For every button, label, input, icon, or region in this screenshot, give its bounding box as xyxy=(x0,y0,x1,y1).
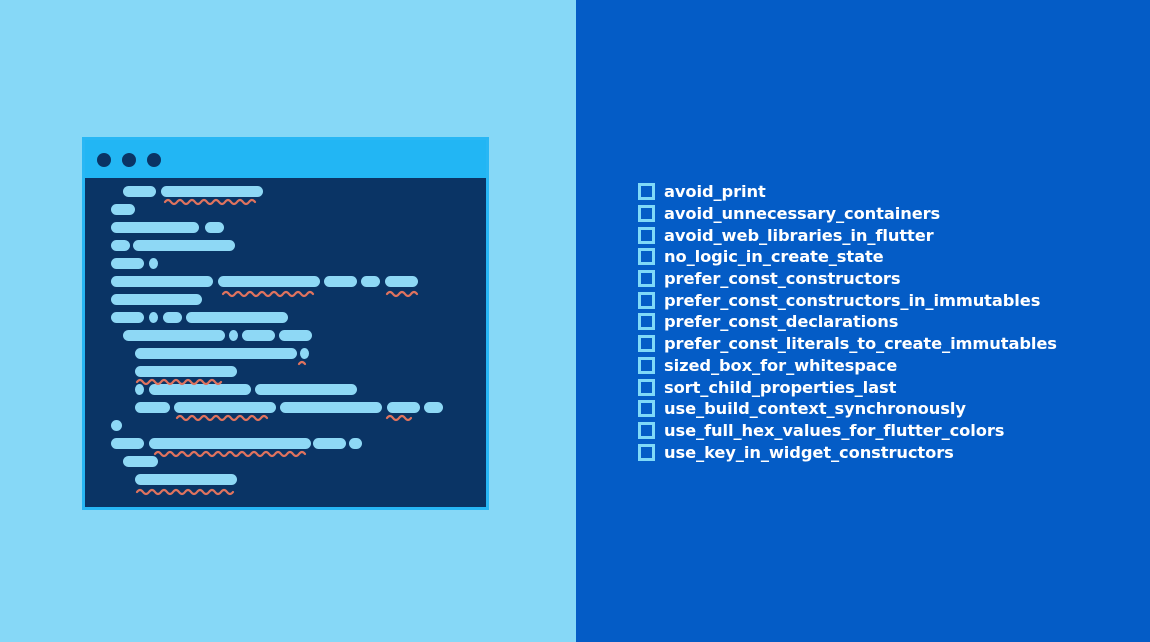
lint-rule-name: prefer_const_declarations xyxy=(664,312,899,332)
lint-rule-item: use_build_context_synchronously xyxy=(638,398,1057,420)
lint-rule-item: avoid_unnecessary_containers xyxy=(638,203,1057,225)
lint-rule-item: sized_box_for_whitespace xyxy=(638,355,1057,377)
code-token xyxy=(135,366,237,377)
code-token xyxy=(387,402,420,413)
checkbox-icon xyxy=(638,183,655,201)
checkbox-icon xyxy=(638,443,655,461)
code-token xyxy=(135,348,297,359)
lint-warning-squiggle-icon xyxy=(163,198,257,206)
code-token xyxy=(133,240,235,251)
lint-rules-panel xyxy=(576,0,1150,642)
lint-warning-squiggle-icon xyxy=(221,290,315,298)
code-token xyxy=(111,258,144,269)
code-token xyxy=(111,438,144,449)
code-token xyxy=(111,240,130,251)
window-dot-icon xyxy=(97,153,111,167)
checkbox-icon xyxy=(638,205,655,223)
lint-rule-name: sort_child_properties_last xyxy=(664,377,897,397)
checkbox-icon xyxy=(638,226,655,244)
code-token xyxy=(123,456,158,467)
lint-warning-squiggle-icon xyxy=(153,450,307,458)
code-token xyxy=(218,276,320,287)
lint-rule-name: sized_box_for_whitespace xyxy=(664,355,898,375)
checkbox-icon xyxy=(638,270,655,288)
lint-rule-name: use_build_context_synchronously xyxy=(664,399,966,419)
code-token xyxy=(111,294,202,305)
code-area xyxy=(85,178,486,507)
code-token xyxy=(111,204,135,215)
lint-rule-name: avoid_print xyxy=(664,182,766,202)
code-token xyxy=(161,186,263,197)
lint-rule-name: use_full_hex_values_for_flutter_colors xyxy=(664,420,1005,440)
code-token xyxy=(205,222,224,233)
lint-rule-item: avoid_web_libraries_in_flutter xyxy=(638,224,1057,246)
code-token xyxy=(324,276,357,287)
code-token xyxy=(149,312,158,323)
lint-rule-name: prefer_const_literals_to_create_immutabl… xyxy=(664,334,1057,354)
code-token xyxy=(111,420,122,431)
code-token xyxy=(280,402,382,413)
code-editor-illustration xyxy=(82,137,489,510)
checkbox-icon xyxy=(638,335,655,353)
code-token xyxy=(149,438,311,449)
code-token xyxy=(255,384,357,395)
illustration-panel xyxy=(0,0,576,642)
code-token xyxy=(229,330,238,341)
code-token xyxy=(300,348,309,359)
code-token xyxy=(349,438,362,449)
lint-rule-name: use_key_in_widget_constructors xyxy=(664,442,954,462)
window-dot-icon xyxy=(147,153,161,167)
code-token xyxy=(149,258,158,269)
code-token xyxy=(149,384,251,395)
checkbox-icon xyxy=(638,378,655,396)
code-token xyxy=(361,276,380,287)
lint-rule-item: prefer_const_constructors_in_immutables xyxy=(638,289,1057,311)
lint-rule-item: avoid_print xyxy=(638,181,1057,203)
lint-warning-squiggle-icon xyxy=(175,414,269,422)
editor-title-bar xyxy=(85,140,486,178)
lint-rule-name: no_logic_in_create_state xyxy=(664,247,884,267)
code-token xyxy=(111,276,213,287)
lint-warning-squiggle-icon xyxy=(385,414,413,422)
checkbox-icon xyxy=(638,291,655,309)
lint-rule-item: no_logic_in_create_state xyxy=(638,246,1057,268)
checkbox-icon xyxy=(638,356,655,374)
code-token xyxy=(279,330,312,341)
checkbox-icon xyxy=(638,400,655,418)
code-token xyxy=(242,330,275,341)
code-token xyxy=(135,474,237,485)
lint-rule-item: use_full_hex_values_for_flutter_colors xyxy=(638,420,1057,442)
code-token xyxy=(163,312,182,323)
code-lines-icon xyxy=(111,186,443,496)
code-token xyxy=(111,312,144,323)
code-token xyxy=(424,402,443,413)
lint-rule-item: prefer_const_literals_to_create_immutabl… xyxy=(638,333,1057,355)
lint-rule-name: prefer_const_constructors xyxy=(664,269,901,289)
lint-warning-squiggle-icon xyxy=(297,360,307,366)
lint-warning-squiggle-icon xyxy=(385,290,419,298)
lint-rule-name: prefer_const_constructors_in_immutables xyxy=(664,290,1041,310)
code-token xyxy=(123,186,156,197)
lint-rule-item: prefer_const_constructors xyxy=(638,268,1057,290)
code-token xyxy=(174,402,276,413)
checkbox-icon xyxy=(638,248,655,266)
code-token xyxy=(186,312,288,323)
checkbox-icon xyxy=(638,313,655,331)
code-token xyxy=(135,402,170,413)
code-token xyxy=(135,384,144,395)
lint-rule-item: use_key_in_widget_constructors xyxy=(638,441,1057,463)
code-token xyxy=(313,438,346,449)
lint-warning-squiggle-icon xyxy=(135,488,235,496)
code-token xyxy=(385,276,418,287)
code-token xyxy=(123,330,225,341)
checkbox-icon xyxy=(638,421,655,439)
lint-rule-item: prefer_const_declarations xyxy=(638,311,1057,333)
lint-rule-item: sort_child_properties_last xyxy=(638,376,1057,398)
lint-rule-name: avoid_web_libraries_in_flutter xyxy=(664,225,934,245)
lint-warning-squiggle-icon xyxy=(135,378,223,386)
code-token xyxy=(111,222,199,233)
window-dot-icon xyxy=(122,153,136,167)
lint-rule-name: avoid_unnecessary_containers xyxy=(664,204,941,224)
